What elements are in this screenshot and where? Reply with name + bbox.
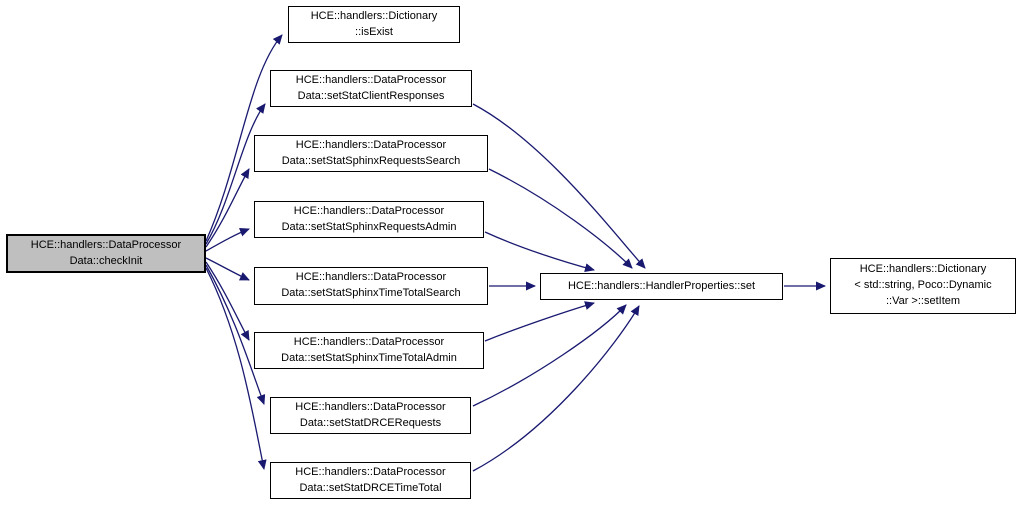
node-isExist[interactable]: HCE::handlers::Dictionary ::isExist [288,6,460,43]
node-setStatClientResponses[interactable]: HCE::handlers::DataProcessor Data::setSt… [270,70,472,107]
edge-checkInit-isExist [205,34,283,242]
edge-setStatDRCETimeTotal-set [472,305,640,472]
node-setStatDRCETimeTotal[interactable]: HCE::handlers::DataProcessor Data::setSt… [270,462,471,499]
edge-checkInit-setStatDRCETimeTotal [205,267,267,470]
edge-checkInit-setStatSphinxTimeTotalSearch [205,257,250,281]
node-handlerProperties-set[interactable]: HCE::handlers::HandlerProperties::set [540,273,783,300]
node-checkInit[interactable]: HCE::handlers::DataProcessor Data::check… [6,234,206,273]
edge-checkInit-setStatSphinxRequestsSearch [205,168,250,248]
node-setStatDRCERequests[interactable]: HCE::handlers::DataProcessor Data::setSt… [270,397,471,434]
node-setStatSphinxTimeTotalAdmin[interactable]: HCE::handlers::DataProcessor Data::setSt… [254,332,484,369]
node-setStatSphinxRequestsSearch[interactable]: HCE::handlers::DataProcessor Data::setSt… [254,135,488,172]
node-setItem[interactable]: HCE::handlers::Dictionary < std::string,… [830,258,1016,314]
node-setStatSphinxTimeTotalSearch[interactable]: HCE::handlers::DataProcessor Data::setSt… [254,267,488,305]
edge-checkInit-setStatSphinxTimeTotalAdmin [205,261,250,341]
edge-setStatDRCERequests-set [472,304,627,407]
edge-checkInit-setStatSphinxRequestsAdmin [205,228,250,252]
edge-setStatSphinxTimeTotalAdmin-set [484,301,595,342]
edge-setStatSphinxRequestsSearch-set [488,168,633,269]
edge-setStatSphinxRequestsAdmin-set [484,231,595,273]
edge-checkInit-setStatClientResponses [205,103,266,245]
node-setStatSphinxRequestsAdmin[interactable]: HCE::handlers::DataProcessor Data::setSt… [254,201,484,238]
edge-checkInit-setStatDRCERequests [205,264,266,405]
edge-setStatClientResponses-set [472,103,646,269]
